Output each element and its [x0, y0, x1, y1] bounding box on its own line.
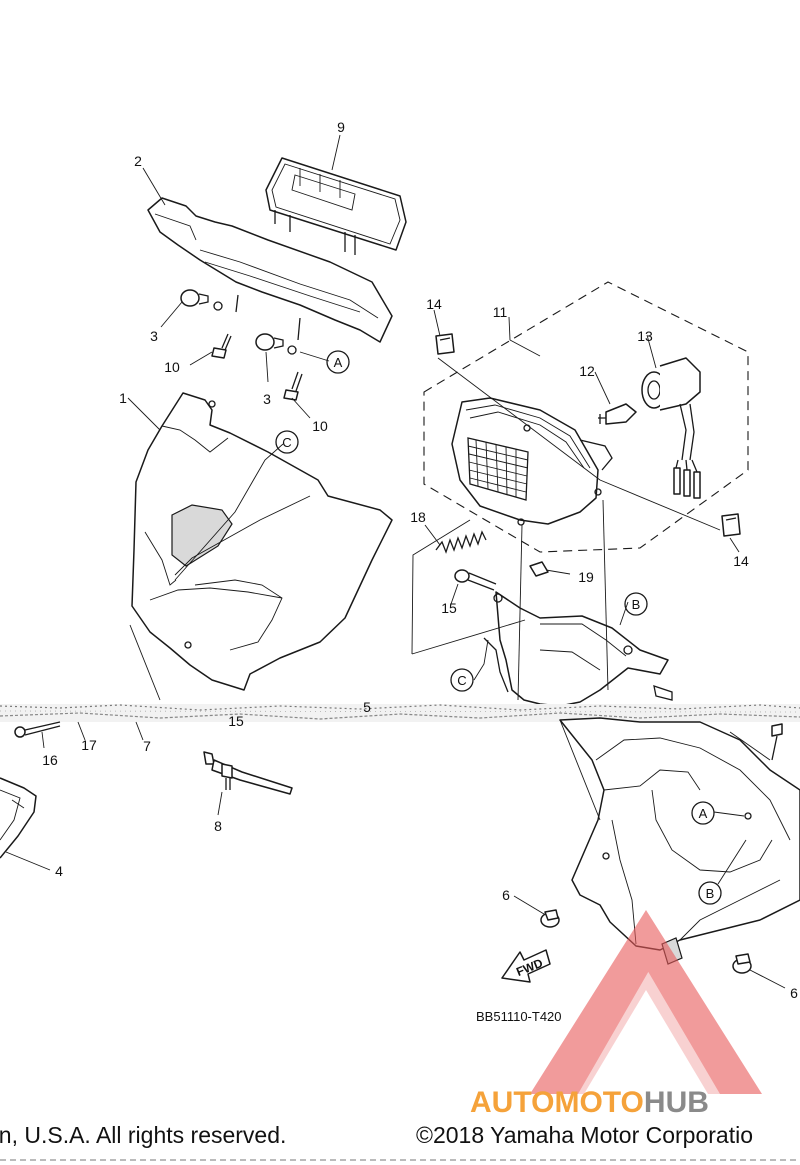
meter-bracket [147, 197, 393, 355]
grommet-right [255, 333, 284, 351]
headlight-bulb [598, 403, 637, 425]
ref-a-lower: A [691, 801, 745, 825]
rivet-right [732, 953, 786, 989]
svg-text:A: A [334, 355, 343, 370]
bulb-socket [641, 357, 701, 499]
label-14-lower: 14 [733, 553, 749, 569]
copyright-right: ©2018 Yamaha Motor Corporatio [416, 1122, 754, 1148]
bolt-15 [454, 569, 497, 591]
label-12: 12 [579, 363, 595, 379]
headlight-stay [483, 591, 673, 707]
nut [529, 561, 549, 577]
logo-text-automoto: AUTOMOTO [470, 1086, 644, 1119]
label-3-right: 3 [263, 391, 271, 407]
ref-b-lower: B [698, 839, 747, 905]
part-number-labels: 9 2 3 10 3 10 1 14 11 12 13 18 14 19 15 … [42, 119, 798, 1001]
headlight-duct [559, 717, 800, 965]
label-4: 4 [55, 863, 63, 879]
front-cowl [131, 392, 393, 691]
bolt-16 [14, 721, 61, 749]
ref-c-upper: C [275, 430, 299, 454]
bolt-left [211, 333, 232, 359]
side-cover-left [0, 777, 51, 871]
fwd-arrow: FWD [501, 949, 551, 983]
label-16: 16 [42, 752, 58, 768]
label-1: 1 [119, 390, 127, 406]
ref-a-upper: A [326, 350, 350, 374]
diagram-code: BB51110-T420 [476, 1009, 562, 1024]
copyright-left: on, U.S.A. All rights reserved. [0, 1122, 287, 1148]
label-13: 13 [637, 328, 653, 344]
svg-text:B: B [706, 886, 715, 901]
collar-17 [77, 721, 86, 741]
label-3-left: 3 [150, 328, 158, 344]
logo-text-hub: HUB [644, 1086, 709, 1119]
label-11: 11 [493, 304, 508, 320]
svg-text:C: C [457, 673, 466, 688]
leader-lines [127, 134, 740, 701]
bolt-right [283, 371, 303, 401]
label-8: 8 [214, 818, 222, 834]
adjusting-spring [435, 530, 487, 554]
svg-text:A: A [699, 806, 708, 821]
clip-lower [721, 513, 741, 537]
label-2: 2 [134, 153, 142, 169]
label-17: 17 [81, 737, 97, 753]
label-19: 19 [578, 569, 594, 585]
label-10-left: 10 [164, 359, 180, 375]
label-5: 5 [363, 699, 371, 715]
headlight-unit [451, 397, 613, 526]
headlight-lens-grid [467, 437, 529, 501]
label-6-right: 6 [790, 985, 798, 1001]
ref-c-lower: C [450, 668, 474, 692]
logo-mark [530, 910, 762, 1094]
meter-assembly [265, 157, 407, 255]
label-15-lower: 15 [228, 713, 244, 729]
svg-text:AUTOMOTOHUB: AUTOMOTOHUB [470, 1086, 709, 1119]
label-15-upper: 15 [441, 600, 457, 616]
label-9: 9 [337, 119, 345, 135]
label-18: 18 [410, 509, 426, 525]
torn-scan-band [0, 704, 800, 722]
automotohub-logo: AUTOMOTOHUB [470, 910, 762, 1119]
clip-upper [435, 333, 455, 355]
svg-text:C: C [282, 435, 291, 450]
ref-b-upper: B [624, 592, 648, 616]
label-14-upper: 14 [426, 296, 442, 312]
grommet-left [180, 289, 209, 307]
label-10-right: 10 [312, 418, 328, 434]
part-7 [135, 721, 144, 741]
headlight-assembly-box [423, 281, 749, 553]
cable-tie [203, 751, 293, 816]
rivet-left [513, 895, 560, 928]
label-7: 7 [143, 738, 151, 754]
svg-text:B: B [632, 597, 641, 612]
label-6-left: 6 [502, 887, 510, 903]
